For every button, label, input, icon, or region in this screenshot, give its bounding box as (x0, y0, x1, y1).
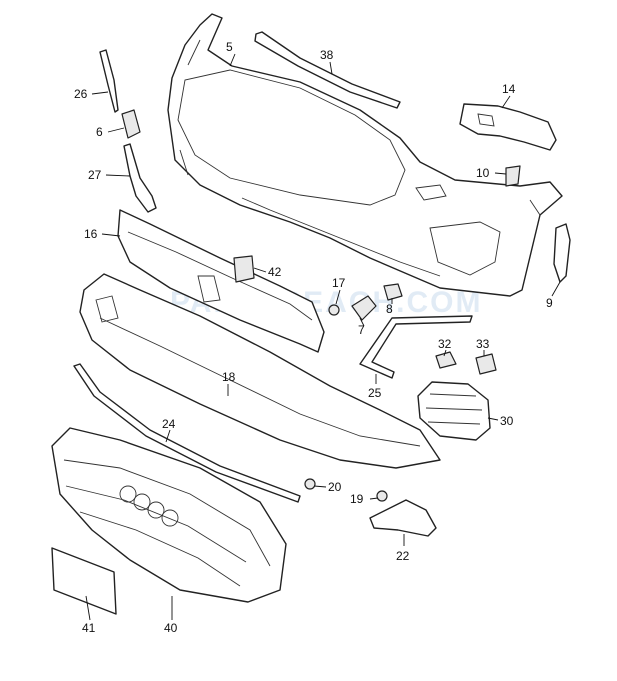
callout-20: 20 (328, 480, 342, 494)
callout-32: 32 (438, 337, 452, 351)
part-side-bracket-26 (99, 49, 119, 113)
callout-19: 19 (350, 492, 364, 506)
part-upper-trim-strip (254, 31, 401, 109)
part-clip-10 (505, 165, 521, 187)
callout-9: 9 (546, 296, 553, 310)
callout-26: 26 (74, 87, 88, 101)
callout-38: 38 (320, 48, 334, 62)
callout-42: 42 (268, 265, 282, 279)
part-spoiler-strip-24 (73, 363, 301, 503)
part-sensor-33 (475, 353, 497, 375)
leader-lines (85, 53, 561, 621)
part-side-trim-9 (553, 223, 571, 283)
callout-14: 14 (502, 82, 516, 96)
callout-18: 18 (222, 370, 236, 384)
part-bumper-cover (167, 13, 563, 297)
callout-30: 30 (500, 414, 514, 428)
part-grille-trim-25 (359, 315, 473, 379)
callout-33: 33 (476, 337, 490, 351)
callout-24: 24 (162, 417, 176, 431)
part-side-grille-30 (417, 381, 491, 441)
callout-10: 10 (476, 166, 490, 180)
part-cap-6 (121, 109, 141, 139)
callout-8: 8 (386, 302, 393, 316)
part-cover-7 (351, 295, 377, 321)
callout-5: 5 (226, 40, 233, 54)
callout-27: 27 (88, 168, 102, 182)
part-bracket-42 (233, 255, 255, 283)
part-mounting-bracket-14 (459, 103, 557, 151)
part-plate-holder-41 (51, 547, 117, 615)
part-bracket-22 (369, 499, 437, 537)
callout-25: 25 (368, 386, 382, 400)
callout-6: 6 (96, 125, 103, 139)
part-screw-20 (304, 478, 316, 490)
part-lower-bracket-16 (117, 209, 325, 353)
part-screw-17 (328, 304, 340, 316)
callout-17: 17 (332, 276, 346, 290)
part-screw-19 (376, 490, 388, 502)
callout-16: 16 (84, 227, 98, 241)
part-sensor-32 (435, 351, 457, 369)
part-lower-carrier-18 (79, 273, 441, 469)
callout-40: 40 (164, 621, 178, 635)
callout-22: 22 (396, 549, 410, 563)
part-side-bracket-27 (123, 143, 157, 213)
part-clip-8 (383, 283, 403, 301)
part-front-grille-40 (51, 427, 287, 603)
callout-7: 7 (358, 323, 365, 337)
callout-41: 41 (82, 621, 96, 635)
callouts: 5 38 26 6 14 27 10 16 42 17 8 9 7 32 33 … (74, 40, 553, 635)
